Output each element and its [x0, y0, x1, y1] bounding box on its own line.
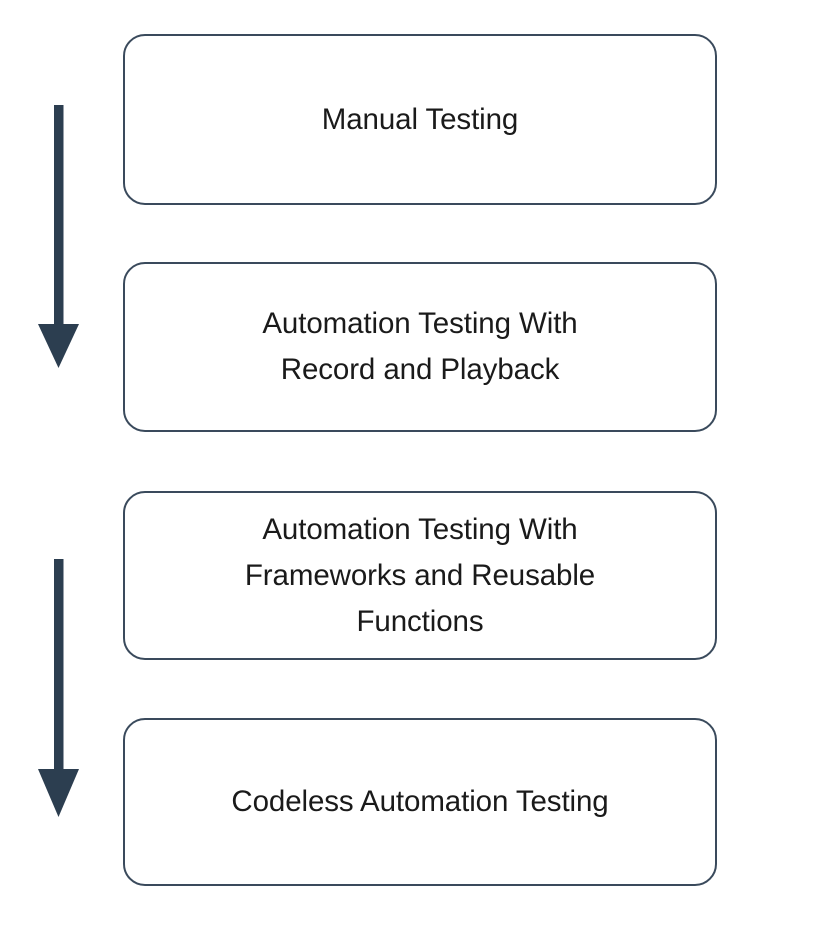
flow-node-label: Codeless Automation Testing [231, 785, 609, 818]
flow-node-label: Manual Testing [321, 102, 519, 136]
flow-node-label: Automation Testing With Record and Playb… [262, 307, 578, 386]
flow-node-codeless-automation[interactable]: Codeless Automation Testing [123, 718, 717, 886]
flow-node-automation-record-playback[interactable]: Automation Testing With Record and Playb… [123, 262, 717, 432]
flow-node-automation-frameworks[interactable]: Automation Testing With Frameworks and R… [123, 491, 717, 660]
down-arrow-icon-1 [38, 105, 79, 368]
flow-node-label: Automation Testing With Frameworks and R… [244, 512, 596, 638]
flow-node-manual-testing[interactable]: Manual Testing [123, 34, 717, 205]
down-arrow-icon-2 [38, 559, 79, 817]
